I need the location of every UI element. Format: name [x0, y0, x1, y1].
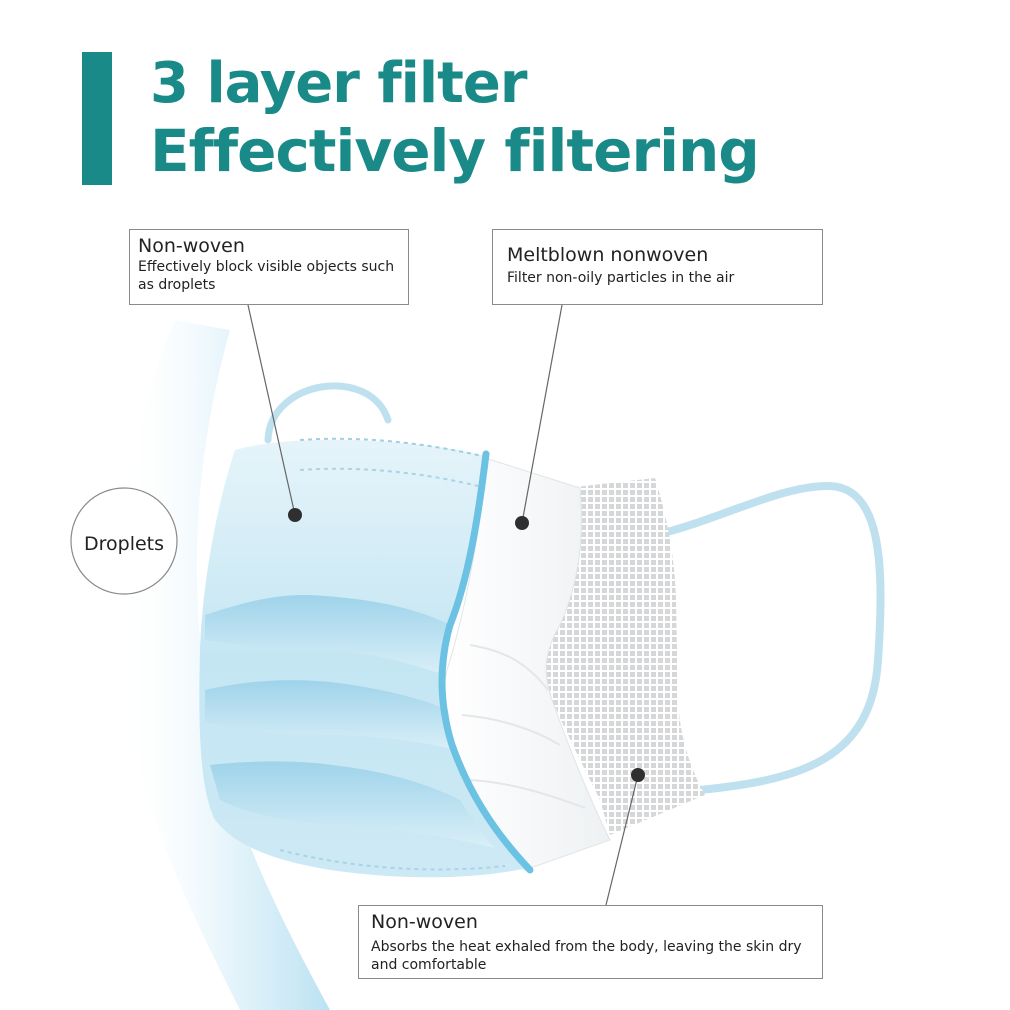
marker-dot-1 — [288, 508, 302, 522]
callout-title: Meltblown nonwoven — [507, 243, 810, 267]
callout-description: Effectively block visible objects such a… — [138, 258, 400, 294]
droplets-label: Droplets — [72, 530, 176, 558]
marker-dot-3 — [631, 768, 645, 782]
ear-loop-right — [655, 486, 881, 790]
callout-description: Absorbs the heat exhaled from the body, … — [371, 938, 812, 974]
marker-dot-2 — [515, 516, 529, 530]
callout-outer-non-woven: Non-woven Effectively block visible obje… — [129, 229, 409, 305]
ear-loop-back — [268, 386, 388, 440]
callout-title: Non-woven — [138, 234, 400, 258]
callout-meltblown: Meltblown nonwoven Filter non-oily parti… — [492, 229, 823, 305]
callout-title: Non-woven — [371, 910, 812, 934]
callout-inner-non-woven: Non-woven Absorbs the heat exhaled from … — [358, 905, 823, 979]
callout-description: Filter non-oily particles in the air — [507, 269, 810, 287]
